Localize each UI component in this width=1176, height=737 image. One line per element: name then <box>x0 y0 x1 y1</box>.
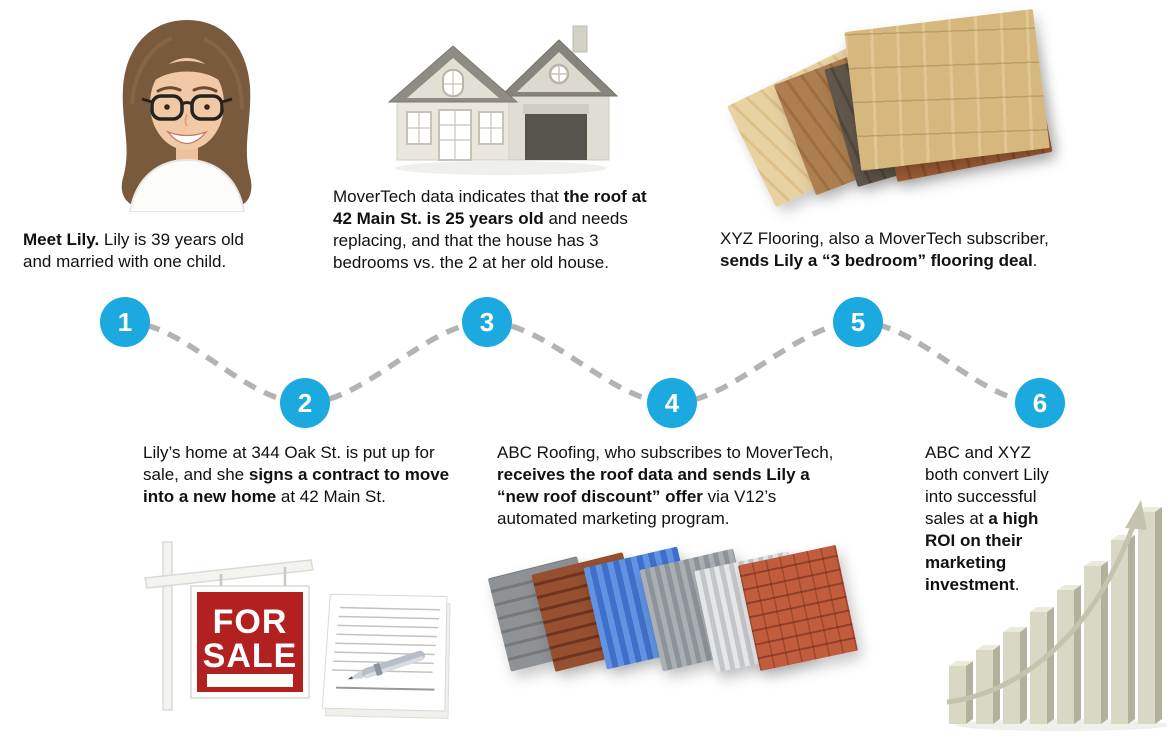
step-marker-2: 2 <box>280 378 330 428</box>
sign-text-for: FOR <box>213 603 288 641</box>
arrowhead-icon <box>1125 500 1147 530</box>
step-marker-3: 3 <box>462 297 512 347</box>
3d-bars <box>949 507 1162 724</box>
growth-bar-chart-image <box>946 500 1167 731</box>
glasses-right-lens <box>190 94 224 121</box>
caption-step-2: Lily’s home at 344 Oak St. is put up for… <box>143 443 450 506</box>
garage-opening <box>525 114 587 160</box>
chimney <box>572 25 588 53</box>
sign-post <box>162 541 173 711</box>
step-marker-6: 6 <box>1015 378 1065 428</box>
caption-step-1: Meet Lily. Lily is 39 years old and marr… <box>23 230 244 271</box>
growth-arrow <box>946 525 1136 705</box>
step-marker-4: 4 <box>647 378 697 428</box>
sign-text-sale: SALE <box>203 637 298 675</box>
glasses-left-lens <box>150 94 184 121</box>
lily-portrait-image <box>121 20 252 212</box>
step-marker-1: 1 <box>100 297 150 347</box>
step-marker-5: 5 <box>833 297 883 347</box>
smile <box>165 130 209 145</box>
caption-step-3: MoverTech data indicates that the roof a… <box>333 187 647 272</box>
for-sale-sign-and-contract-image: FOR SALE <box>144 541 451 720</box>
caption-step-5: XYZ Flooring, also a MoverTech subscribe… <box>720 229 1049 270</box>
caption-step-4: ABC Roofing, who subscribes to MoverTech… <box>497 443 834 528</box>
house-image <box>387 25 618 175</box>
sign-crossbar <box>144 559 314 589</box>
pen-icon <box>347 650 425 680</box>
contract-document <box>321 593 451 720</box>
caption-step-6: ABC and XYZ both convert Lily into succe… <box>925 443 1049 594</box>
white-shirt <box>128 158 246 212</box>
